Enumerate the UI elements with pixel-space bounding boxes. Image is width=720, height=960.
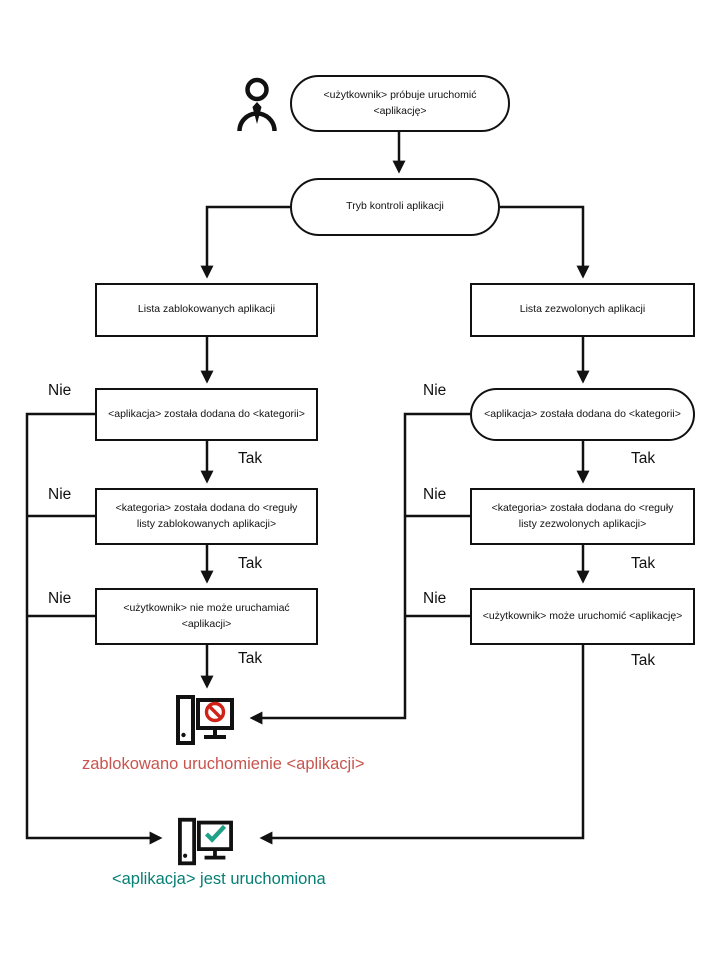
running-computer-icon <box>178 817 233 866</box>
yes-label: Tak <box>238 650 263 667</box>
prohibition-icon <box>204 701 226 723</box>
yes-label: Tak <box>631 652 656 669</box>
user-icon <box>237 77 277 132</box>
left-app-added-to-category-node: <aplikacja> została dodana do <kategorii… <box>95 388 318 441</box>
no-label: Nie <box>423 382 447 399</box>
running-outcome-text: <aplikacja> jest uruchomiona <box>112 870 326 888</box>
yes-label: Tak <box>238 450 263 467</box>
blocked-computer-icon <box>176 695 234 745</box>
yes-label: Tak <box>631 450 656 467</box>
blocked-list-node: Lista zablokowanych aplikacji <box>95 283 318 337</box>
yes-label: Tak <box>238 555 263 572</box>
no-label: Nie <box>423 486 447 503</box>
user-cannot-run-node: <użytkownik> nie może uruchamiać <aplika… <box>95 588 318 645</box>
allowed-list-node: Lista zezwolonych aplikacji <box>470 283 695 337</box>
checkmark-icon <box>204 824 227 843</box>
no-label: Nie <box>48 382 72 399</box>
no-label: Nie <box>423 590 447 607</box>
right-category-added-to-rule-node: <kategoria> została dodana do <reguły li… <box>470 488 695 545</box>
right-app-added-to-category-node: <aplikacja> została dodana do <kategorii… <box>470 388 695 441</box>
user-can-run-node: <użytkownik> może uruchomić <aplikację> <box>470 588 695 645</box>
no-label: Nie <box>48 590 72 607</box>
blocked-outcome-text: zablokowano uruchomienie <aplikacji> <box>82 755 365 773</box>
no-label: Nie <box>48 486 72 503</box>
start-node: <użytkownik> próbuje uruchomić <aplikacj… <box>290 75 510 132</box>
yes-label: Tak <box>631 555 656 572</box>
application-control-mode-node: Tryb kontroli aplikacji <box>290 178 500 236</box>
left-category-added-to-rule-node: <kategoria> została dodana do <reguły li… <box>95 488 318 545</box>
